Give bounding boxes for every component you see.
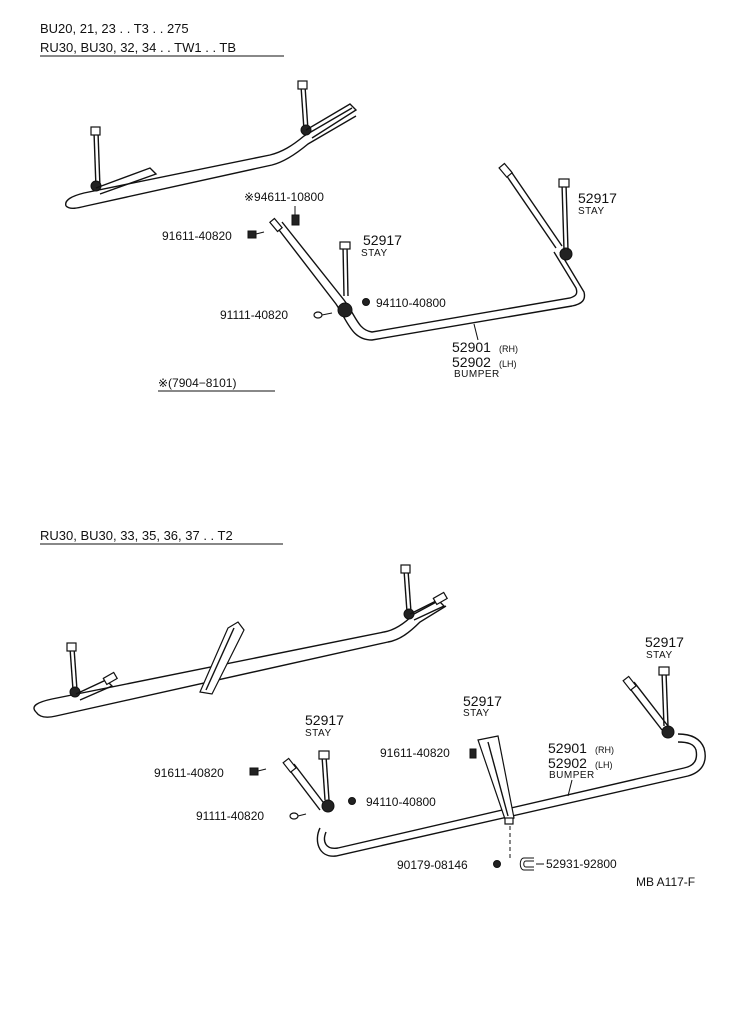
section1-stay-mid-label: STAY [361, 248, 388, 259]
section2-label-94110: 94110-40800 [366, 795, 436, 809]
section1-label-91111: 91111-40820 [220, 308, 288, 322]
section2-stay-left-label: STAY [305, 728, 332, 739]
section1-bumper-rh-side: (RH) [499, 344, 518, 354]
section2-stay-right-number: 52917 [645, 634, 684, 650]
section2-bolt-91611-middle-icon [469, 748, 477, 759]
section2-bumper-lh-number: 52902 [548, 755, 587, 771]
section2-label-91611-left: 91611-40820 [154, 766, 224, 780]
section1-front-bumper-bar [268, 162, 586, 341]
section1-bolt-94611-icon [291, 206, 300, 226]
section2-label-90179: 90179-08146 [397, 858, 468, 872]
section2-front-bumper-bar [282, 666, 706, 857]
section2-rear-bumper-bar [33, 564, 449, 718]
section1-note: ※(7904−8101) [158, 376, 236, 390]
section1-label-91611: 91611-40820 [162, 229, 232, 243]
section2-bumper-lh-side: (LH) [595, 760, 613, 770]
section1-stay-right-number: 52917 [578, 190, 617, 206]
section2-bolt-91111-icon [289, 812, 307, 820]
section1-header-line1: BU20, 21, 23 . . T3 . . 275 [40, 21, 189, 36]
section2-bolt-91611-left-icon [249, 767, 267, 776]
section2-label-91611-middle: 91611-40820 [380, 746, 450, 760]
section2-stay-middle-number: 52917 [463, 693, 502, 709]
section2-nut-94110-icon [348, 797, 356, 805]
section1-bumper-label: BUMPER [454, 369, 500, 380]
section2-nut-90179-icon [493, 860, 501, 868]
section2-stay-middle-label: STAY [463, 708, 490, 719]
section1-bumper-lh-number: 52902 [452, 354, 491, 370]
section1-bolt-91611-icon [247, 230, 265, 239]
section1-stay-right-label: STAY [578, 206, 605, 217]
section2-bumper-rh-side: (RH) [595, 745, 614, 755]
section2-label-52931: 52931-92800 [546, 857, 617, 871]
section1-bolt-91111-icon [313, 311, 333, 319]
section1-bumper-leader [473, 323, 479, 341]
section2-stay-left-number: 52917 [305, 712, 344, 728]
section1-bumper-rh-number: 52901 [452, 339, 491, 355]
section2-header: RU30, BU30, 33, 35, 36, 37 . . T2 [40, 528, 233, 543]
section2-bumper-label: BUMPER [549, 770, 595, 781]
section1-nut-94110-icon [362, 298, 370, 306]
diagram-reference-code: MB A117-F [636, 875, 695, 889]
section1-label-94110: 94110-40800 [376, 296, 446, 310]
section1-rear-bumper-bar [65, 80, 358, 209]
section1-bumper-lh-side: (LH) [499, 359, 517, 369]
section1-header-line2: RU30, BU30, 32, 34 . . TW1 . . TB [40, 40, 236, 55]
section2-stay-right-label: STAY [646, 650, 673, 661]
section2-u-bolt-52931-icon [519, 857, 534, 871]
section1-stay-mid-number: 52917 [363, 232, 402, 248]
section2-bumper-rh-number: 52901 [548, 740, 587, 756]
section2-bumper-leader [567, 779, 573, 797]
section2-label-91111: 91111-40820 [196, 809, 264, 823]
section1-label-94611: ※94611-10800 [244, 190, 324, 204]
